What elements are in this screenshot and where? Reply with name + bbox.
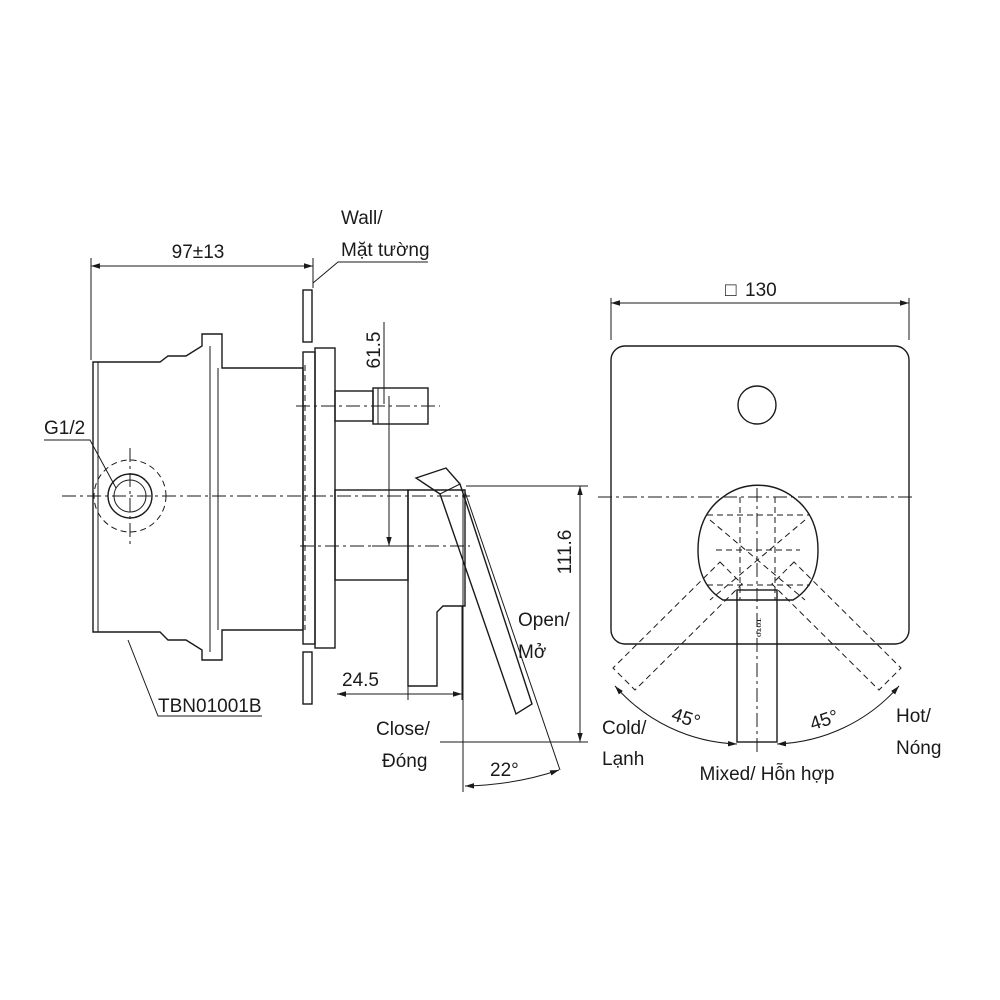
side-view: 97±13 Wall/ Mặt tường G1/2 TBN01001B 61.… [44, 208, 588, 792]
cold-label-en: Cold/ [602, 718, 647, 739]
brand-mark: TOTO [755, 618, 761, 637]
wall-leader [312, 261, 428, 284]
open-label-vi: Mở [518, 642, 546, 663]
diverter-knob [296, 387, 440, 425]
lever-cold-ghost [612, 561, 743, 691]
lever-mixed [736, 589, 778, 743]
dim-245-label: 24.5 [342, 670, 379, 691]
dim-615-label: 61.5 [364, 332, 385, 369]
dim-245 [337, 606, 463, 700]
wall-label-vi: Mặt tường [341, 240, 430, 261]
cold-label-vi: Lạnh [602, 749, 644, 770]
angle-close [462, 490, 561, 792]
diverter-button [737, 385, 777, 425]
dim-square [610, 298, 910, 340]
dim-1116 [440, 485, 588, 743]
lever-handle [334, 467, 533, 716]
open-label-en: Open/ [518, 610, 570, 631]
close-label-en: Close/ [376, 719, 431, 740]
hot-label-en: Hot/ [896, 706, 932, 727]
lever-hot-ghost [771, 561, 902, 691]
arc-cold [614, 685, 738, 747]
part-no-leader [127, 639, 262, 717]
thread-label: G1/2 [44, 418, 85, 439]
dim-1116-label: 111.6 [555, 530, 576, 575]
angle-left-label: 45° [669, 704, 703, 733]
valve-body-outline [92, 333, 304, 661]
cover-plate-front [314, 347, 336, 649]
front-plate [610, 345, 910, 645]
angle-close-label: 22° [490, 760, 519, 781]
lever-hub [697, 484, 819, 601]
dim-615 [372, 322, 400, 547]
thread-leader [44, 439, 117, 489]
mixed-label: Mixed/ Hỗn hợp [700, 763, 835, 785]
arc-hot [776, 685, 900, 747]
wall-label-en: Wall/ [341, 208, 383, 229]
hot-label-vi: Nóng [896, 738, 941, 759]
wall [302, 289, 313, 705]
dim-depth-label: 97±13 [172, 242, 225, 263]
front-view: □ 130 TOTO 45° 45° Cold/ Lạnh Hot/ Nóng … [598, 280, 941, 785]
part-no-label: TBN01001B [158, 696, 262, 717]
dim-square-symbol: □ [725, 280, 737, 301]
close-label-vi: Đóng [382, 751, 427, 772]
dim-square-value: 130 [745, 280, 777, 301]
